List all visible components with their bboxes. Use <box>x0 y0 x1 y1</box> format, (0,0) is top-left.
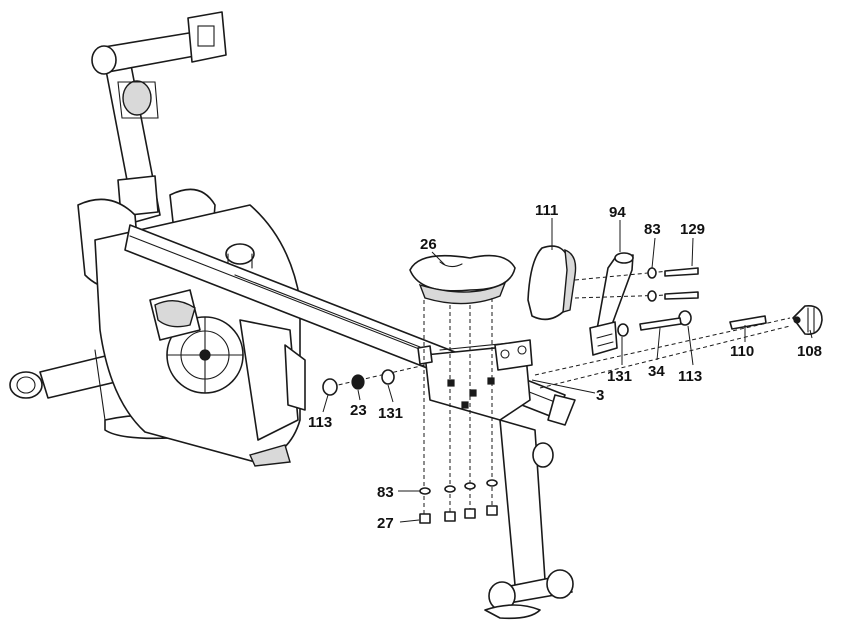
callout-131-right: 131 <box>607 368 632 385</box>
bottom-bolts <box>419 505 498 524</box>
callout-111: 111 <box>535 202 558 219</box>
backrest-post <box>589 252 634 356</box>
callout-94: 94 <box>609 204 626 221</box>
callout-27: 27 <box>377 515 394 532</box>
callout-34: 34 <box>648 363 665 380</box>
callout-113-right: 113 <box>678 368 702 385</box>
adjustment-knob <box>792 304 823 336</box>
seat <box>409 254 516 305</box>
leader-lines <box>322 218 813 523</box>
seat-mounting-dashes <box>423 298 493 518</box>
handlebar-stem <box>91 11 227 223</box>
callout-26: 26 <box>420 236 437 253</box>
callout-83-bottom: 83 <box>377 484 394 501</box>
callout-23: 23 <box>350 402 367 419</box>
bottom-washers <box>419 479 498 495</box>
callout-110: 110 <box>730 343 754 360</box>
backrest-bolts <box>574 267 701 302</box>
seat-carriage <box>417 339 533 421</box>
callout-131-left: 131 <box>378 405 403 422</box>
flywheel-housing <box>94 204 306 467</box>
left-side-hardware <box>322 364 426 396</box>
callout-labels: 111 94 83 129 26 110 108 131 34 113 3 11… <box>308 202 822 532</box>
callout-129: 129 <box>680 221 705 238</box>
backrest <box>527 245 577 321</box>
callout-3: 3 <box>596 387 604 404</box>
callout-113-left: 113 <box>308 414 332 431</box>
rear-support <box>484 419 574 620</box>
callout-108: 108 <box>797 343 822 360</box>
callout-83-top: 83 <box>644 221 661 238</box>
adjustment-axle <box>534 310 791 389</box>
